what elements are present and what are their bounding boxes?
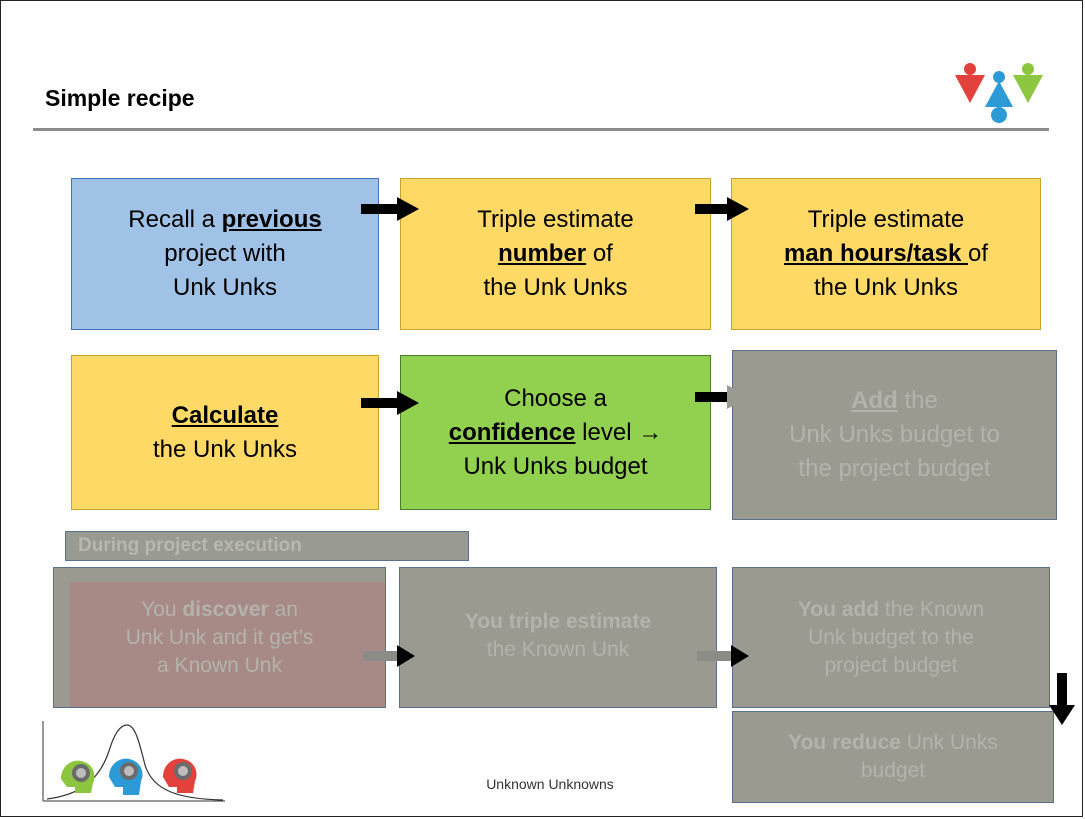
text: project with (164, 240, 286, 267)
discover-box-inner (70, 582, 385, 707)
add-known-unk-budget-box: You add the Known Unk budget to the proj… (732, 567, 1050, 708)
text: project budget (824, 653, 958, 677)
right-arrow-icon (695, 197, 749, 221)
text: the Unk Unks (483, 274, 628, 301)
text-emphasis: Calculate (171, 401, 279, 429)
text: You (141, 597, 183, 621)
footer-text: Unknown Unknowns (486, 776, 614, 792)
text: the (897, 387, 938, 414)
text: Triple estimate (807, 206, 965, 233)
title-divider (33, 128, 1049, 131)
text: the Known Unk (486, 638, 630, 661)
execution-section-label: During project execution (65, 531, 469, 561)
text-emphasis: You add (797, 597, 880, 621)
text: budget (860, 759, 926, 782)
right-arrow-icon (361, 197, 419, 221)
text: of (586, 240, 613, 267)
text: the Unk Unks (813, 274, 959, 301)
text: Unk Unks (172, 274, 278, 301)
choose-confidence-level-box: Choose a confidence level → Unk Unks bud… (400, 355, 711, 510)
text: of (968, 240, 989, 267)
reduce-budget-box: You reduce Unk Unks budget (732, 711, 1054, 803)
slide-title: Simple recipe (45, 85, 195, 111)
text-emphasis: You triple estimate (464, 610, 652, 633)
text-emphasis: confidence (448, 418, 576, 446)
right-arrow-icon (695, 385, 749, 409)
text: Unk budget to the (808, 625, 974, 649)
text: Recall a (128, 206, 222, 233)
text: Triple estimate (477, 206, 634, 233)
text-emphasis: previous (221, 206, 322, 233)
text-emphasis: You reduce (788, 731, 901, 754)
triple-estimate-known-unk-box: You triple estimate the Known Unk (399, 567, 717, 708)
text: a Known Unk (157, 653, 282, 677)
text: Choose a (504, 384, 607, 412)
heads-bell-curve-icon (42, 721, 225, 802)
text: Unk Unks (900, 731, 998, 754)
recall-previous-project-box: Recall a previous project with Unk Unks (71, 178, 379, 330)
right-arrow-icon (697, 645, 749, 667)
text: Unk Unks budget to (789, 421, 1000, 448)
down-arrow-icon (1049, 673, 1075, 725)
text-emphasis: discover (182, 597, 269, 621)
text: the Unk Unks (152, 435, 298, 463)
text: Unk Unks budget (463, 452, 648, 480)
right-arrow-icon (363, 645, 415, 667)
text-emphasis: number (498, 240, 587, 267)
text: level → (575, 418, 663, 446)
text: the project budget (798, 455, 991, 482)
text: an (268, 597, 298, 621)
calculate-unk-unks-box: Calculate the Unk Unks (71, 355, 379, 510)
text: the Known (879, 597, 985, 621)
text: Unk Unk and it get’s (125, 625, 314, 649)
discover-unk-unk-box: You discover an Unk Unk and it get’s a K… (53, 567, 386, 708)
right-arrow-icon (361, 391, 419, 415)
company-logo-icon (955, 63, 1043, 123)
text-emphasis: Add (851, 387, 898, 414)
add-budget-box: Add the Unk Unks budget to the project b… (732, 350, 1057, 520)
triple-estimate-number-box: Triple estimate number of the Unk Unks (400, 178, 711, 330)
triple-estimate-hours-box: Triple estimate man hours/task of the Un… (731, 178, 1041, 330)
text-emphasis: man hours/task (783, 240, 969, 267)
